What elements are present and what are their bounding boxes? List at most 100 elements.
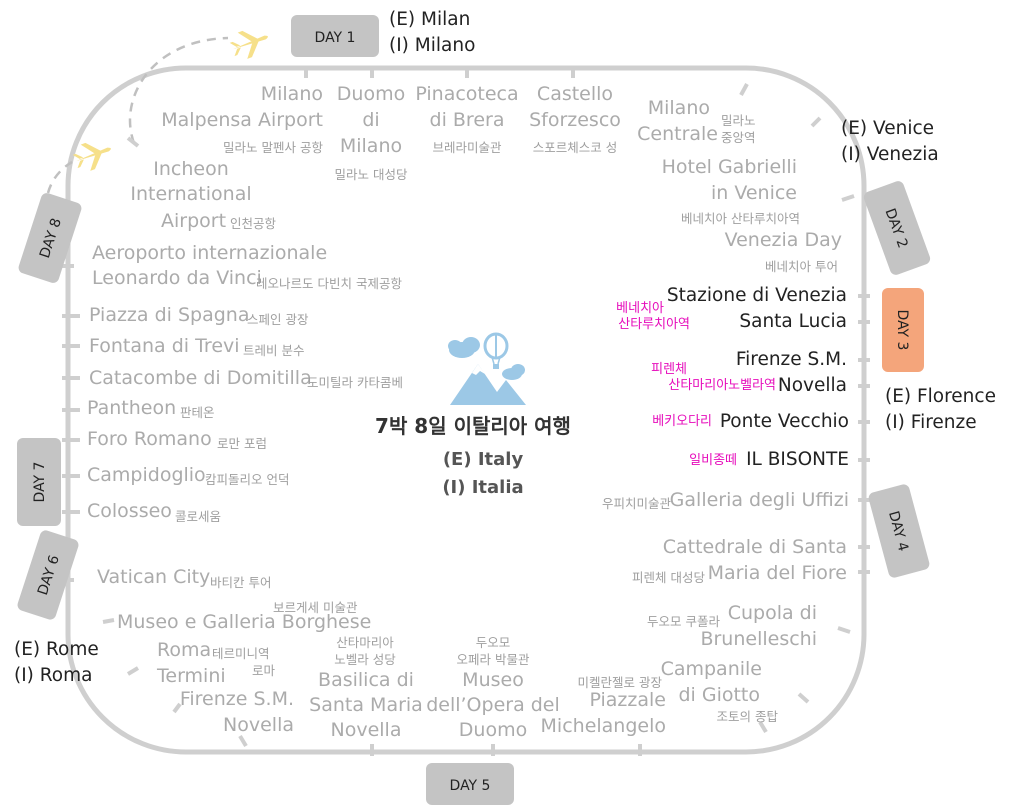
stop-termini-line2: Termini	[157, 665, 226, 687]
stop-centrale-korean-1: 밀라노	[721, 113, 756, 128]
page-title: 7박 8일 이탈리아 여행	[375, 414, 571, 438]
day-tag-6: DAY 6	[17, 530, 79, 620]
airplane-icon	[72, 142, 111, 171]
stop-firenze-sm-korean-1: 피렌체	[651, 362, 687, 377]
stop-cattedrale-line2: Maria del Fiore	[707, 562, 847, 584]
stop-malpensa-line1: Milano	[260, 83, 323, 105]
day-tag-3: DAY 3	[882, 288, 924, 372]
stop-spagna: Piazza di Spagna	[89, 304, 250, 326]
stop-fiumicino-line2: Leonardo da Vinci	[92, 267, 262, 289]
stop-duomo-milano-line1: Duomo	[336, 83, 406, 105]
stop-trevi: Fontana di Trevi	[89, 335, 240, 357]
stop-piazzale-line1: Piazzale	[589, 689, 666, 711]
city-milan-italian: (I) Milano	[389, 35, 476, 56]
stop-cupola-line1: Cupola di	[727, 602, 817, 624]
airplane-icon	[229, 30, 268, 59]
stop-museo-opera-korean-1: 두오모	[475, 635, 511, 650]
stop-colosseo: Colosseo	[87, 500, 172, 522]
stop-uffizi-korean: 우피치미술관	[601, 496, 671, 511]
stop-spagna-korean: 스페인 광장	[247, 312, 309, 327]
stop-malpensa-line2: Malpensa Airport	[161, 109, 323, 131]
stop-campidoglio-korean: 캄피돌리오 언덕	[205, 472, 290, 487]
stop-il-bisonte: IL BISONTE	[746, 449, 849, 470]
country-english: (E) Italy	[442, 449, 524, 470]
stop-catacombe: Catacombe di Domitilla	[89, 367, 312, 389]
stop-duomo-milano-line3: Milano	[339, 135, 403, 157]
stop-fiumicino-korean: 레오나르도 다빈치 국제공항	[256, 276, 402, 291]
flight-path	[128, 36, 229, 144]
stop-santa-lucia-korean-1: 베네치아	[616, 301, 664, 316]
stop-vatican: Vatican City	[97, 566, 211, 588]
stop-borghese-korean: 보르게세 미술관	[273, 600, 358, 615]
stop-brera-line2: di Brera	[429, 109, 505, 131]
stop-malpensa-korean: 밀라노 말펜사 공항	[223, 140, 323, 155]
stop-basilica-line2: Santa Maria	[309, 694, 423, 716]
track-ticks	[62, 66, 870, 756]
city-rome-english: (E) Rome	[14, 639, 99, 660]
stop-firenze-sm-2-line2: Novella	[223, 714, 294, 736]
stop-museo-opera-line1: Museo	[462, 669, 524, 691]
stop-firenze-sm-korean-2: 산타마리아노벨라역	[668, 378, 776, 393]
stop-firenze-sm-line2: Novella	[777, 375, 847, 396]
stop-gabrielli-line2: in Venice	[710, 182, 797, 204]
stop-museo-opera-line2: dell’Opera del	[426, 694, 560, 716]
stop-piazzale-korean: 미켈란젤로 광장	[577, 675, 662, 690]
stop-venezia-day: Venezia Day	[724, 229, 842, 251]
stop-santa-lucia-line2: Santa Lucia	[739, 311, 847, 332]
day-tag-5: DAY 5	[426, 763, 514, 805]
stop-duomo-milano-korean: 밀라노 대성당	[334, 167, 408, 182]
stop-campanile-korean: 조토의 종탑	[716, 709, 778, 724]
stop-colosseo-korean: 콜로세움	[175, 509, 222, 524]
stop-uffizi: Galleria degli Uffizi	[669, 489, 849, 511]
mountain-balloon-icon	[448, 332, 526, 405]
stop-basilica-korean-2: 노벨라 성당	[334, 652, 396, 667]
stop-incheon-korean: 인천공항	[230, 216, 277, 231]
flight-path-return	[46, 160, 73, 194]
stop-campanile-line1: Campanile	[660, 658, 762, 680]
country-italian: (I) Italia	[442, 477, 524, 498]
stop-brera-korean: 브레라미술관	[432, 140, 502, 155]
day-tag-1: DAY 1	[291, 15, 379, 57]
stop-catacombe-korean: 도미틸라 카타콤베	[307, 375, 403, 390]
day-tag-7: DAY 7	[17, 438, 61, 526]
stop-incheon-line1: Incheon	[153, 158, 229, 180]
day-5-label: DAY 5	[450, 778, 491, 794]
city-florence-italian: (I) Firenze	[885, 412, 977, 433]
day-tag-2: DAY 2	[863, 181, 931, 275]
city-venice-english: (E) Venice	[841, 118, 935, 139]
stop-cattedrale-line1: Cattedrale di Santa	[662, 536, 847, 558]
stop-sforzesco-korean: 스포르체스코 성	[532, 140, 618, 155]
stop-fiumicino-line1: Aeroporto internazionale	[92, 242, 328, 264]
stop-incheon-line3: Airport	[161, 210, 227, 232]
stop-il-bisonte-korean: 일비종떼	[689, 453, 737, 468]
stop-foro-romano: Foro Romano	[87, 428, 212, 450]
stop-gabrielli-line1: Hotel Gabrielli	[661, 156, 797, 178]
day-1-label: DAY 1	[315, 30, 356, 46]
stop-incheon-line2: International	[130, 183, 252, 205]
city-milan-english: (E) Milan	[389, 9, 471, 30]
stop-sforzesco-line1: Castello	[536, 83, 614, 105]
stop-piazzale-line2: Michelangelo	[540, 715, 666, 737]
stop-campanile-line2: di Giotto	[678, 684, 760, 706]
stop-basilica-korean-1: 산타마리아	[336, 635, 394, 650]
stop-brera-line1: Pinacoteca	[415, 83, 519, 105]
stop-campidoglio: Campidoglio	[87, 464, 206, 486]
stop-centrale-line2: Centrale	[637, 123, 718, 145]
stop-firenze-sm-2-line1: Firenze S.M.	[179, 688, 294, 710]
stop-venezia-day-korean: 베네치아 투어	[765, 259, 838, 274]
stop-santa-lucia-korean-2: 산타루치아역	[618, 317, 690, 332]
stop-museo-opera-line3: Duomo	[458, 719, 528, 741]
stop-museo-opera-korean-2: 오페라 박물관	[456, 652, 530, 667]
day-tag-8: DAY 8	[18, 193, 82, 283]
stop-cupola-korean: 두오모 쿠폴라	[647, 614, 720, 629]
stop-termini-korean-1: 테르미니역	[212, 646, 270, 661]
stop-centrale-korean-2: 중앙역	[721, 130, 756, 145]
stop-sforzesco-line2: Sforzesco	[529, 109, 621, 131]
stop-ponte-vecchio: Ponte Vecchio	[719, 411, 849, 432]
stop-gabrielli-korean: 베네치아 산타루치아역	[681, 211, 800, 226]
stop-duomo-milano-line2: di	[362, 109, 380, 131]
stop-firenze-sm-line1: Firenze S.M.	[735, 349, 847, 370]
stop-trevi-korean: 트레비 분수	[243, 343, 305, 358]
